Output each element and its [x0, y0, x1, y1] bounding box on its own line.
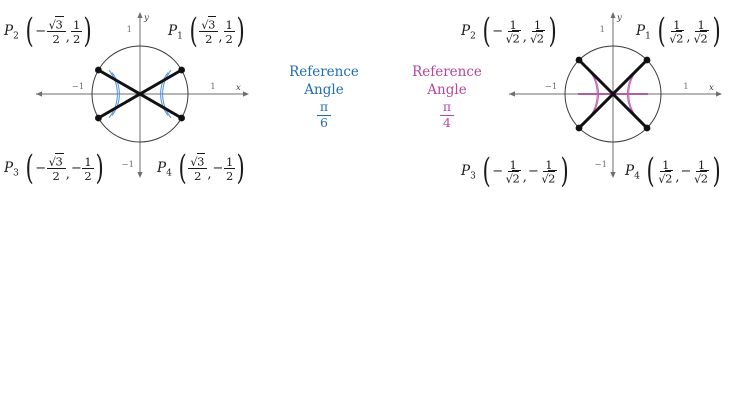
reference-angle-numerator: π [316, 100, 332, 116]
y-axis-label: y [143, 13, 149, 23]
circle-points [575, 56, 651, 132]
reference-angle-denominator: 4 [443, 115, 451, 131]
point-P2 [95, 66, 102, 74]
reference-label-line2: Angle [304, 81, 344, 98]
point-name-P4: P4 [157, 160, 172, 180]
point-name-P3: P3 [461, 163, 476, 183]
point-P4 [643, 124, 651, 132]
unit-circle [564, 45, 662, 143]
coordinates-P2: ( − 1√2 , 1√2 ) [482, 11, 557, 51]
reference-label-line1: Reference [412, 64, 482, 80]
x-tick-positive-one: 1 [683, 82, 688, 92]
reference-angle-arc-right [160, 69, 172, 119]
point-name-P4: P4 [625, 163, 640, 183]
reference-angle-fraction: π 4 [439, 100, 455, 131]
terminal-rays [96, 68, 184, 120]
y-tick-negative-one: −1 [594, 160, 607, 170]
circle-points [95, 66, 186, 122]
point-name-P3: P3 [4, 160, 19, 180]
point-P1 [178, 66, 186, 74]
point-name-P1: P1 [168, 23, 183, 43]
unit-circle-diagram-pi-over-4: −1 1 1 −1 x y [509, 12, 722, 178]
point-P3 [95, 114, 102, 122]
point-name-P2: P2 [461, 23, 476, 43]
unit-circle-panel-pi-over-4: −1 1 1 −1 x y P2 ( − 1√2 , 1√2 ) P1 ( 1√… [461, 0, 743, 200]
terminal-rays [577, 58, 649, 130]
point-P4 [178, 114, 186, 122]
point-P2 [575, 56, 583, 64]
point-label-P4: P4 ( 1√2 , − 1√2 ) [625, 151, 723, 191]
coordinates-P3: ( − 1√2 , − 1√2 ) [482, 151, 569, 191]
unit-circle [91, 45, 189, 143]
y-axis-label: y [616, 13, 622, 23]
y-tick-negative-one: −1 [121, 160, 134, 170]
point-P3 [575, 124, 583, 132]
point-label-P3: P3 ( − 1√2 , − 1√2 ) [461, 151, 571, 191]
reference-angle-fraction: π 6 [316, 100, 332, 131]
reference-angle-text-pi-over-4: Reference Angle π 4 [399, 64, 495, 130]
y-tick-positive-one: 1 [127, 25, 132, 35]
unit-circle-diagram-pi-over-6: −1 1 1 −1 x y [36, 12, 249, 178]
point-name-P1: P1 [636, 23, 651, 43]
reference-angle-denominator: 6 [320, 115, 328, 131]
point-label-P1: P1 ( 1√2 , 1√2 ) [636, 11, 723, 51]
x-tick-negative-one: −1 [545, 82, 558, 92]
x-axis-label: x [236, 83, 241, 93]
reference-label-line2: Angle [427, 81, 467, 98]
point-name-P2: P2 [4, 23, 19, 43]
coordinates-P4: ( 1√2 , − 1√2 ) [646, 151, 721, 191]
reference-angle-text-pi-over-6: Reference Angle π 6 [281, 64, 367, 130]
x-axis-label: x [709, 83, 714, 93]
point-P1 [643, 56, 651, 64]
point-label-P2: P2 ( − 1√2 , 1√2 ) [461, 11, 559, 51]
y-tick-positive-one: 1 [600, 25, 605, 35]
reference-angle-arc-left [108, 69, 120, 119]
x-tick-positive-one: 1 [210, 82, 215, 92]
reference-angle-numerator: π [439, 100, 455, 116]
coordinates-P1: ( 1√2 , 1√2 ) [657, 11, 721, 51]
x-tick-negative-one: −1 [72, 82, 85, 92]
reference-label-line1: Reference [289, 64, 359, 80]
